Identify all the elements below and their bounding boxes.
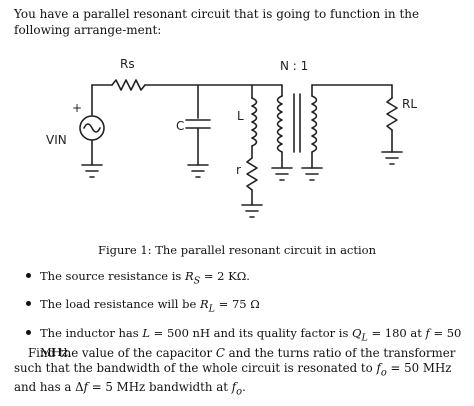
label-rs: Rs [120, 57, 135, 71]
circuit-figure: Rs N : 1 RL + VIN C L r [46, 57, 417, 218]
ground-cap [187, 164, 209, 178]
ground-load [381, 151, 403, 165]
ground-ind [241, 204, 263, 218]
bullet-load-resistance: The load resistance will be RL = 75 Ω [20, 297, 465, 316]
capacitor-plates [185, 119, 211, 129]
figure-caption: Figure 1: The parallel resonant circuit … [98, 243, 376, 257]
bullet-inductor: The inductor has L = 500 nH and its qual… [20, 326, 465, 359]
secondary-coil [311, 95, 318, 153]
inductor-coil [251, 97, 258, 147]
intro-text: You have a parallel resonant circuit tha… [14, 7, 420, 37]
label-ratio: N : 1 [280, 59, 308, 73]
label-vin: VIN [46, 133, 67, 147]
ground-secondary [301, 167, 323, 181]
label-l: L [237, 109, 244, 123]
rs-resistor [111, 79, 146, 91]
r-resistor [246, 157, 258, 191]
rl-resistor [386, 97, 398, 131]
ground-primary [271, 167, 293, 181]
ground-source [81, 164, 103, 178]
bullet-source-resistance: The source resistance is RS = 2 KΩ. [20, 269, 465, 288]
question-text: Find the value of the capacitor C and th… [14, 346, 456, 398]
label-rl: RL [402, 97, 417, 111]
label-plus: + [72, 101, 82, 115]
primary-coil [276, 95, 283, 153]
sine-glyph [83, 123, 101, 133]
label-c: C [176, 119, 184, 133]
bullet-list: The source resistance is RS = 2 KΩ. The … [20, 269, 465, 368]
transformer-core [293, 93, 301, 153]
label-r: r [236, 163, 241, 177]
